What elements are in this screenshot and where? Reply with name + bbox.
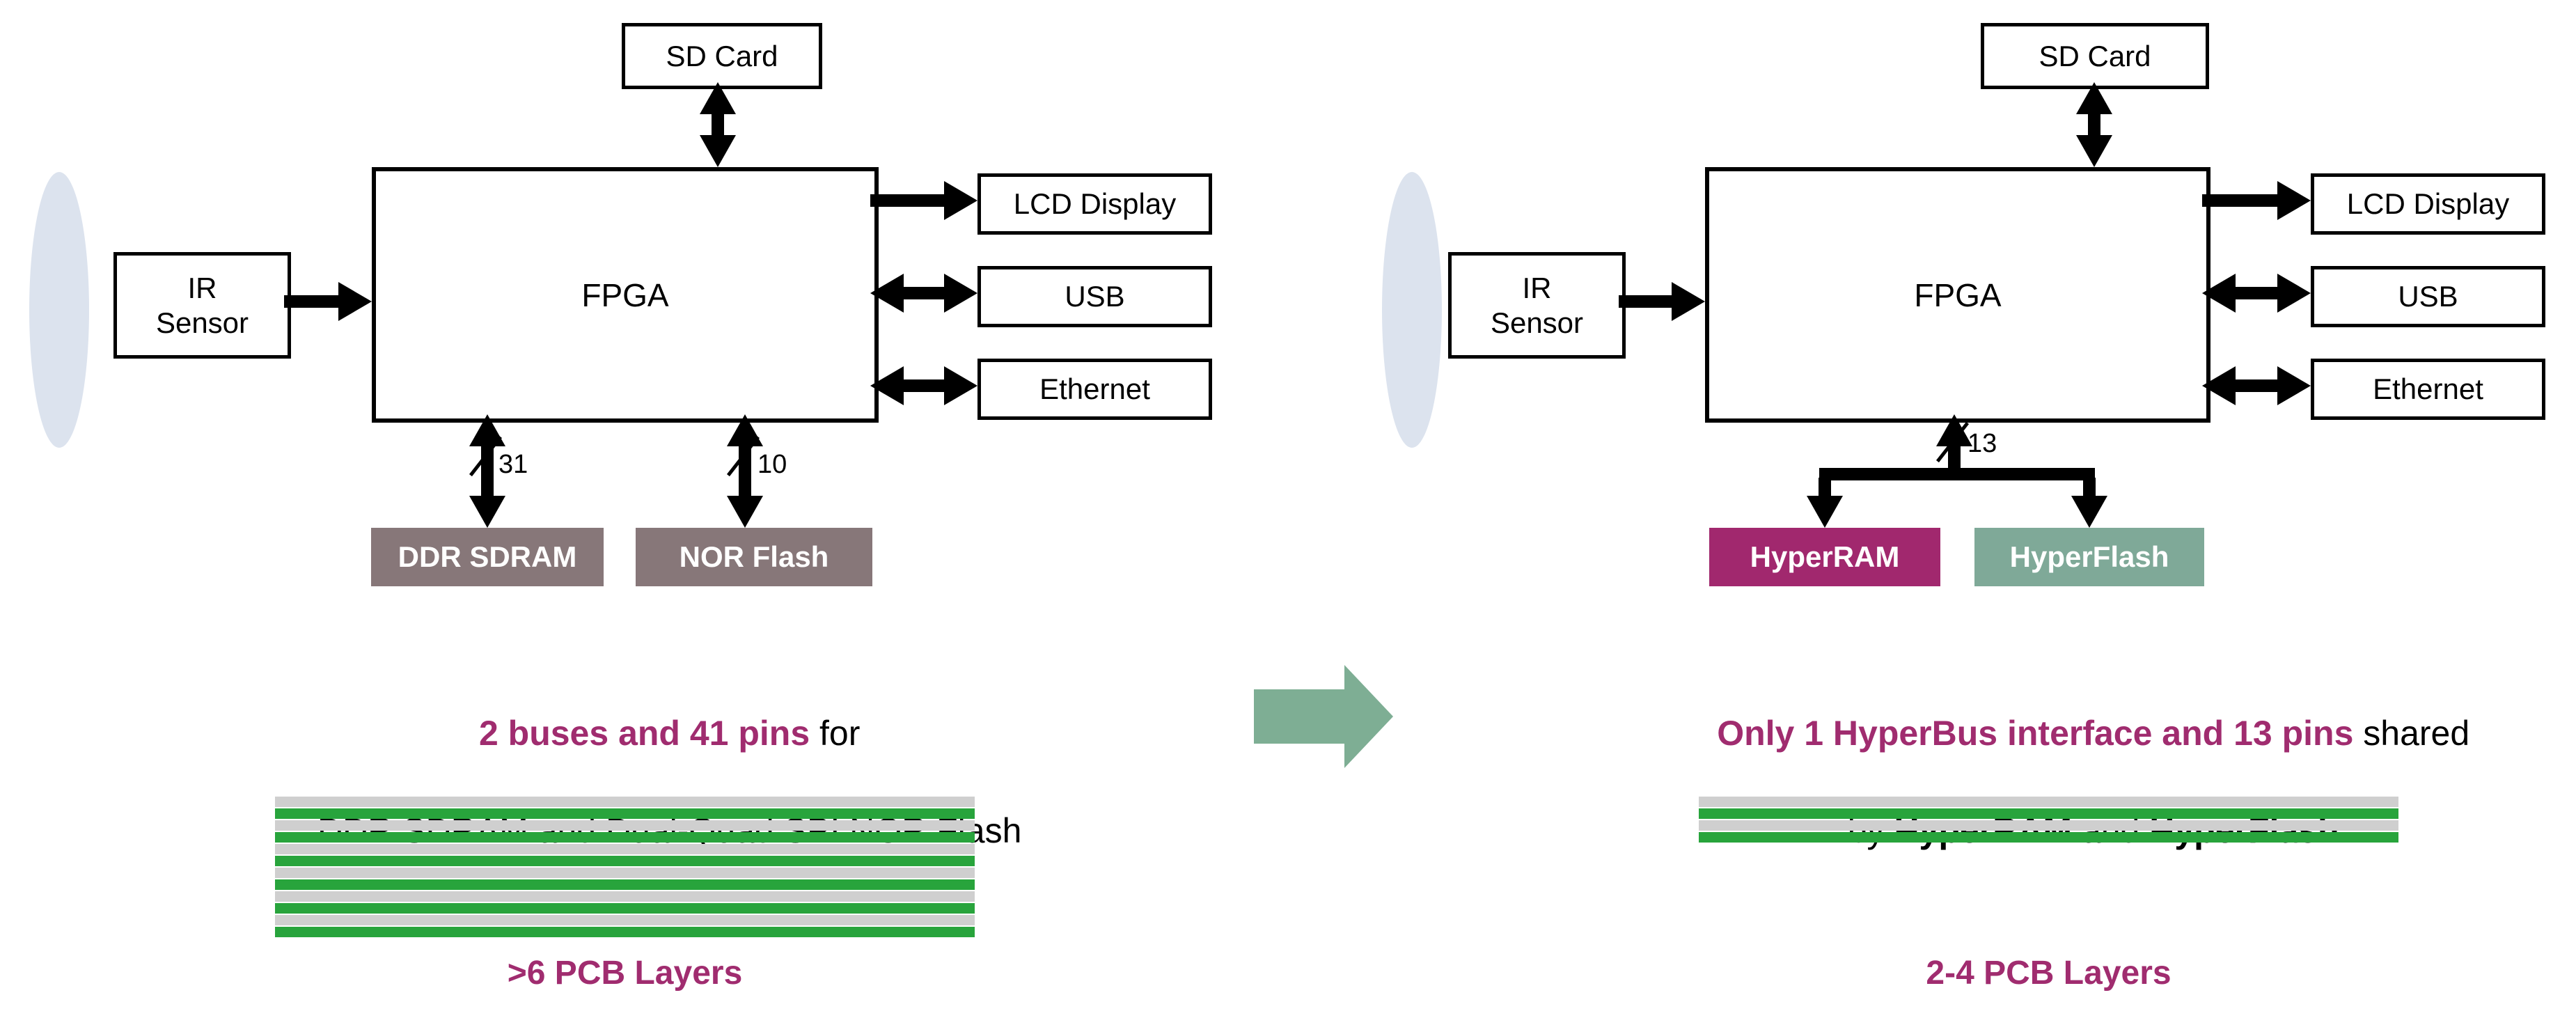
ddr-sdram-box: DDR SDRAM: [371, 528, 604, 586]
pcb-layer-stripe: [275, 891, 975, 902]
pcb-layer-stripe: [275, 844, 975, 854]
ir-label-line2: Sensor: [155, 306, 249, 339]
right-caption-highlight: Only 1 HyperBus interface and 13 pins: [1717, 714, 2354, 753]
nor-flash-label: NOR Flash: [679, 540, 829, 573]
right-caption-rest: shared: [2353, 714, 2470, 753]
right-usb-box: USB: [2311, 266, 2545, 327]
right-lcd-display-box: LCD Display: [2311, 173, 2545, 235]
right-ethernet-box: Ethernet: [2311, 359, 2545, 420]
left-pcb-stack: [275, 797, 975, 939]
right-pcb-stack: [1699, 797, 2398, 844]
right-pcb-label: 2-4 PCB Layers: [1926, 955, 2171, 992]
hyperflash-box: HyperFlash: [1974, 528, 2204, 586]
left-usb-box: USB: [977, 266, 1212, 327]
left-decor-ellipse: [29, 172, 89, 448]
right-ir-sensor-box: IR Sensor: [1448, 252, 1626, 359]
nor-flash-box: NOR Flash: [636, 528, 872, 586]
pcb-layer-stripe: [275, 879, 975, 890]
lcd-display-label: LCD Display: [2346, 187, 2510, 220]
pcb-layer-stripe: [1699, 808, 2398, 819]
pcb-layer-stripe: [1699, 820, 2398, 831]
right-sd-card-box: SD Card: [1981, 23, 2209, 89]
pcb-layer-stripe: [275, 915, 975, 925]
pcb-layer-stripe: [275, 856, 975, 866]
pcb-layer-stripe: [275, 927, 975, 937]
hyperflash-label: HyperFlash: [2009, 540, 2169, 573]
ir-label-line1: IR: [187, 271, 217, 304]
left-ir-sensor-box: IR Sensor: [113, 252, 291, 359]
bus-width-label-ddr: 31: [498, 450, 528, 479]
left-ethernet-box: Ethernet: [977, 359, 1212, 420]
usb-label: USB: [1065, 280, 1125, 313]
fpga-label: FPGA: [581, 276, 669, 313]
pcb-layer-stripe: [275, 903, 975, 914]
bus-width-label-nor: 10: [757, 450, 787, 479]
pcb-layer-stripe: [275, 808, 975, 819]
right-caption: Only 1 HyperBus interface and 13 pins sh…: [1587, 660, 2541, 904]
pcb-layer-stripe: [1699, 832, 2398, 843]
left-pcb-label: >6 PCB Layers: [507, 955, 743, 992]
bus-width-label-hyperbus: 13: [1968, 429, 1997, 458]
pcb-layer-stripe: [275, 868, 975, 878]
hyperram-box: HyperRAM: [1709, 528, 1940, 586]
right-fpga-box: FPGA: [1705, 167, 2210, 423]
pcb-layer-stripe: [275, 797, 975, 807]
usb-label: USB: [2398, 280, 2458, 313]
left-caption-highlight: 2 buses and 41 pins: [478, 714, 810, 753]
ethernet-label: Ethernet: [1039, 373, 1150, 405]
pcb-layer-stripe: [275, 832, 975, 843]
left-sd-card-box: SD Card: [622, 23, 822, 89]
left-fpga-box: FPGA: [372, 167, 879, 423]
sd-card-label: SD Card: [666, 39, 778, 72]
hyperram-label: HyperRAM: [1750, 540, 1900, 573]
sd-card-label: SD Card: [2039, 39, 2151, 72]
pcb-layer-stripe: [275, 820, 975, 831]
ethernet-label: Ethernet: [2373, 373, 2483, 405]
pcb-layer-stripe: [1699, 797, 2398, 807]
fpga-label: FPGA: [1914, 276, 2002, 313]
ddr-sdram-label: DDR SDRAM: [398, 540, 577, 573]
left-lcd-display-box: LCD Display: [977, 173, 1212, 235]
ir-label-line2: Sensor: [1490, 306, 1584, 339]
ir-label-line1: IR: [1522, 271, 1552, 304]
right-decor-ellipse: [1382, 172, 1442, 448]
left-caption-rest: for: [810, 714, 861, 753]
lcd-display-label: LCD Display: [1013, 187, 1177, 220]
